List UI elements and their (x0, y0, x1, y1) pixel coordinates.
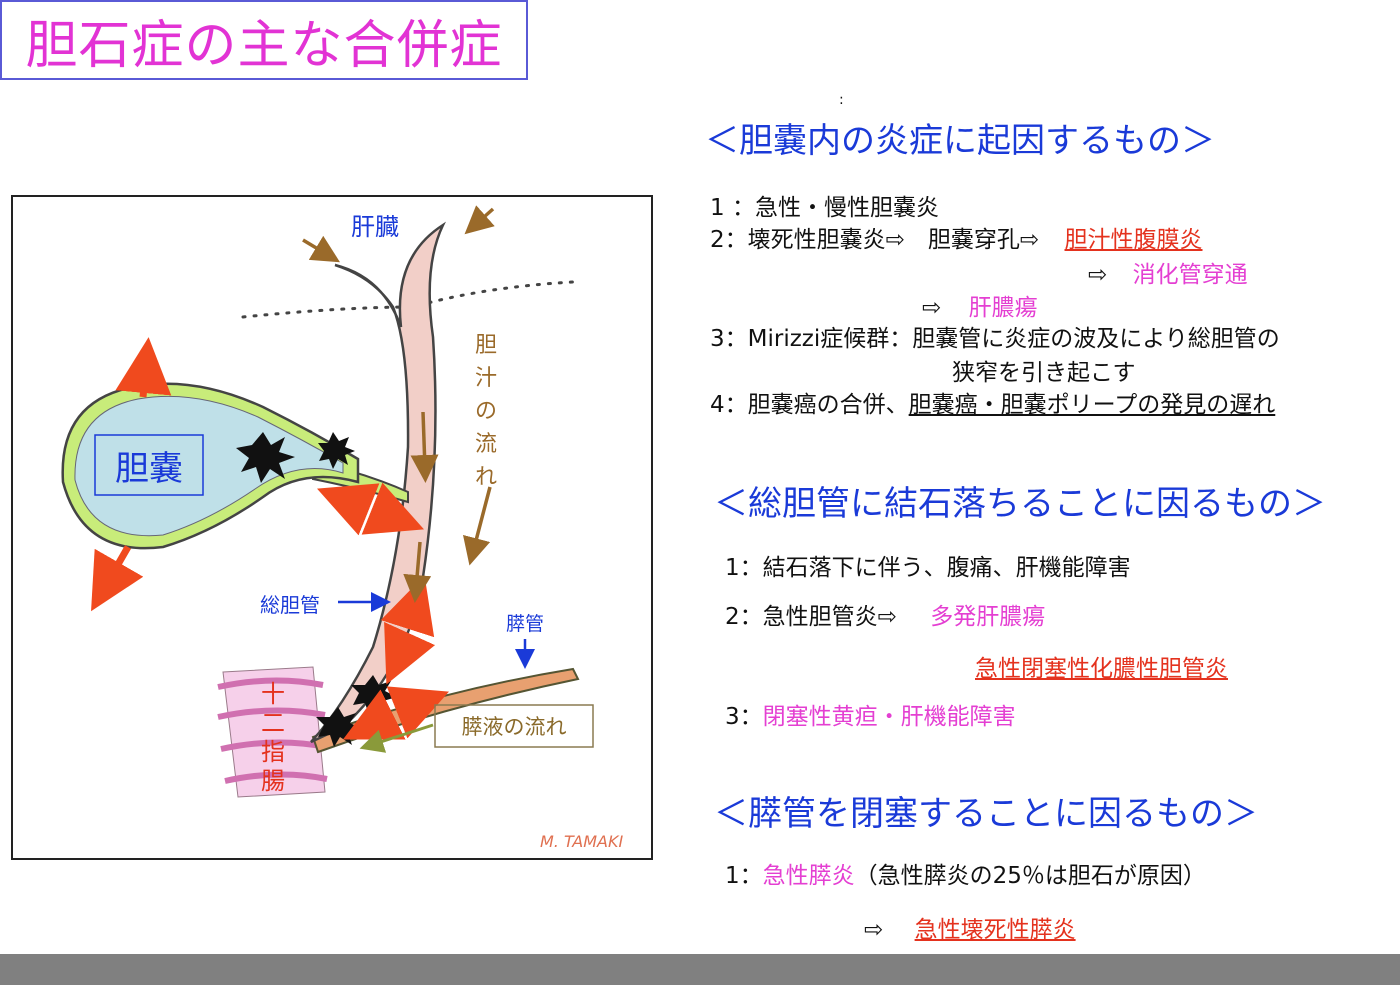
section1-item2-result: 胆汁性腹膜炎 (1064, 227, 1203, 253)
title-box: 胆石症の主な合併症 (0, 0, 528, 80)
gallbladder (61, 382, 360, 550)
pancreatic-flow-label: 膵液の流れ (462, 715, 567, 739)
section1-item2: 2：壊死性胆嚢炎⇨ 胆嚢穿孔⇨ 胆汁性腹膜炎 (710, 220, 1203, 254)
section1-item2c-arrow: ⇨ (922, 295, 942, 321)
signature: M. TAMAKI (540, 832, 623, 851)
anatomy-diagram: 胆嚢 (11, 195, 653, 860)
section3-heading: ＜膵管を閉塞することに因るもの＞ (714, 794, 1258, 834)
section1-item3-line2: 狭窄を引き起こす (952, 360, 1136, 386)
duodenumText-char: 二 (261, 709, 285, 737)
section2-item2-result: 多発肝膿瘍 (930, 604, 1046, 630)
section1-item2c-result: 肝膿瘍 (968, 295, 1038, 321)
section1-heading: ＜胆嚢内の炎症に起因するもの＞ (705, 121, 1215, 161)
section1-item2-prefix: 2：壊死性胆嚢炎⇨ 胆嚢穿孔⇨ (710, 227, 1040, 253)
section1-item1: 1 ：急性・慢性胆嚢炎 (710, 195, 939, 221)
section1-item4-prefix: 4：胆嚢癌の合併、 (710, 392, 909, 418)
section3-item1-pink: 急性膵炎 (762, 863, 855, 889)
liver-edge-line (241, 280, 575, 319)
section1-item4-underlined: 胆嚢癌・胆嚢ポリープの発見の遅れ (908, 392, 1276, 418)
duodenum-label: 十二指腸 (261, 680, 285, 795)
pancreatic-duct-label: 膵管 (506, 613, 544, 635)
liver-label: 肝臓 (351, 213, 399, 241)
section2-item2-prefix: 2：急性胆管炎⇨ (725, 604, 897, 630)
page-title: 胆石症の主な合併症 (25, 15, 503, 76)
section2-item3-prefix: 3： (725, 704, 763, 730)
section1-item2c: ⇨ 肝膿瘍 (922, 288, 1038, 322)
section2-item2: 2：急性胆管炎⇨ 多発肝膿瘍 (725, 597, 1045, 631)
section2-item3: 3：閉塞性黄疸・肝機能障害 (725, 697, 1016, 731)
section1-item2b-result: 消化管穿通 (1132, 262, 1248, 288)
gallbladder-label-box (94, 434, 204, 496)
colon-mark: : (839, 92, 844, 108)
section3-item2-result: 急性壊死性膵炎 (914, 917, 1076, 943)
duodenumText-char: 指 (261, 738, 285, 766)
section3-item2-arrow: ⇨ (864, 917, 884, 943)
bileFlowText-char: 流 (475, 432, 497, 457)
section3-item1-prefix: 1： (725, 863, 763, 889)
section3-item1-rest: （急性膵炎の25％は胆石が原因） (854, 863, 1206, 889)
section2-item3-result: 閉塞性黄疸・肝機能障害 (762, 704, 1016, 730)
section1-item2b-arrow: ⇨ (1088, 262, 1108, 288)
section1-item4: 4：胆嚢癌の合併、胆嚢癌・胆嚢ポリープの発見の遅れ (710, 385, 1275, 419)
footer-bar (0, 954, 1400, 985)
bileFlowText-char: 胆 (475, 333, 497, 358)
section3-item1: 1：急性膵炎（急性膵炎の25％は胆石が原因） (725, 856, 1206, 890)
section2-heading: ＜総胆管に結石落ちることに因るもの＞ (714, 484, 1326, 524)
section1-item3-line1: 3：Mirizzi症候群：胆嚢管に炎症の波及により総胆管の (710, 326, 1280, 352)
duodenumText-char: 腸 (261, 767, 285, 795)
anatomy-illustration: 胆嚢 (61, 205, 623, 851)
bile-flow-arrows (302, 205, 495, 603)
duodenumText-char: 十 (261, 680, 285, 708)
bile-flow-label: 胆汁の流れ (475, 333, 497, 490)
pancreatic-flow-label-box (434, 704, 594, 748)
section2-item1: 1：結石落下に伴う、腹痛、肝機能障害 (725, 555, 1131, 581)
pancreatic-flow-arrow (359, 723, 434, 753)
bileFlowText-char: 汁 (475, 366, 497, 391)
bileFlowText-char: れ (475, 465, 497, 490)
section3-item2: ⇨ 急性壊死性膵炎 (864, 910, 1076, 944)
red-arrows (91, 337, 449, 740)
section1-item2b: ⇨ 消化管穿通 (1088, 255, 1248, 289)
gallbladder-label: 胆嚢 (115, 449, 183, 489)
bileFlowText-char: の (475, 399, 497, 424)
section2-item2b-result: 急性閉塞性化膿性胆管炎 (975, 656, 1228, 682)
cbd-label: 総胆管 (260, 593, 320, 617)
